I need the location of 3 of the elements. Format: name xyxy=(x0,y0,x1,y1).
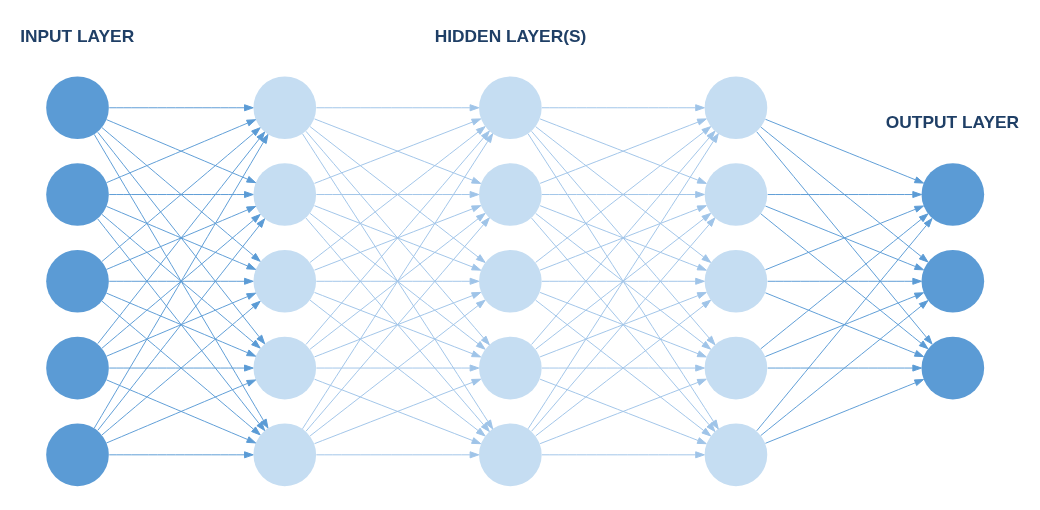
label: HIDDEN LAYER(S) xyxy=(434,25,587,46)
label: INPUT LAYER xyxy=(20,25,135,46)
label: OUTPUT LAYER xyxy=(885,111,1020,132)
